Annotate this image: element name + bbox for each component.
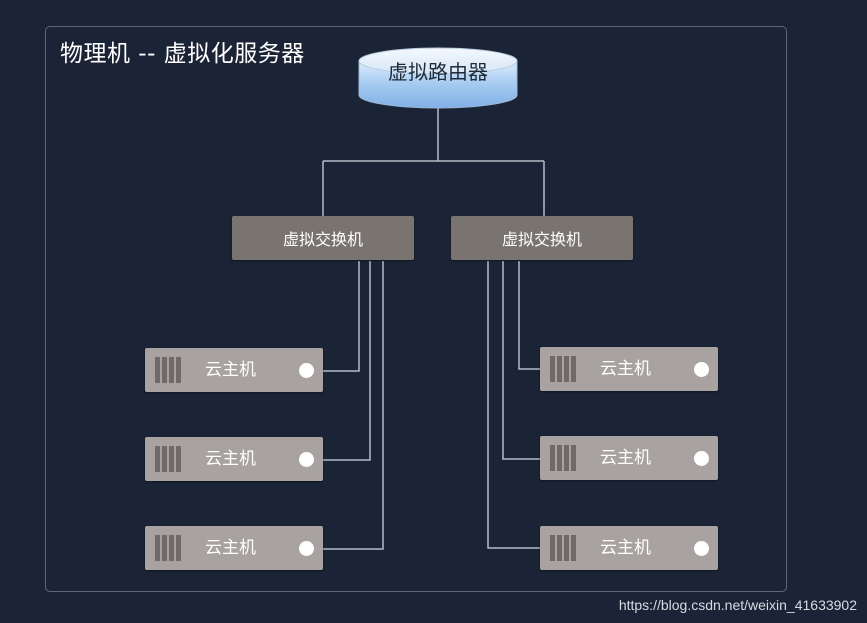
source-watermark: https://blog.csdn.net/weixin_41633902 [618, 597, 857, 613]
wire-switch-left-host-2 [322, 261, 371, 461]
server-vent-icon [155, 535, 181, 561]
cloud-host-left-1: 云主机 [145, 348, 323, 392]
status-led-icon [299, 541, 314, 556]
wire-switch-right-host-2 [502, 261, 540, 460]
diagram-title: 物理机 -- 虚拟化服务器 [60, 41, 305, 67]
server-vent-icon [155, 446, 181, 472]
physical-machine-frame [45, 26, 787, 592]
host-label: 云主机 [205, 449, 256, 469]
status-led-icon [694, 451, 709, 466]
wire-switch-left-host-1 [322, 261, 360, 372]
virtual-switch-right: 虚拟交换机 [451, 216, 633, 260]
host-label: 云主机 [205, 360, 256, 380]
wire-switch-right-host-1 [518, 261, 540, 370]
router-label: 虚拟路由器 [388, 60, 488, 84]
router-cylinder-icon [358, 47, 518, 109]
wire-switch-right-host-3 [487, 261, 540, 549]
host-label: 云主机 [600, 359, 651, 379]
wire-switch-left-host-3 [322, 261, 384, 550]
switch-label: 虚拟交换机 [282, 230, 363, 249]
server-vent-icon [550, 356, 576, 382]
status-led-icon [694, 362, 709, 377]
status-led-icon [299, 363, 314, 378]
server-vent-icon [155, 357, 181, 383]
switch-label: 虚拟交换机 [501, 230, 582, 249]
status-led-icon [299, 452, 314, 467]
virtual-switch-left: 虚拟交换机 [232, 216, 414, 260]
cloud-host-right-1: 云主机 [540, 347, 718, 391]
cloud-host-left-2: 云主机 [145, 437, 323, 481]
host-label: 云主机 [600, 448, 651, 468]
server-vent-icon [550, 445, 576, 471]
status-led-icon [694, 541, 709, 556]
cloud-host-right-3: 云主机 [540, 526, 718, 570]
server-vent-icon [550, 535, 576, 561]
host-label: 云主机 [600, 538, 651, 558]
cloud-host-left-3: 云主机 [145, 526, 323, 570]
host-label: 云主机 [205, 538, 256, 558]
cloud-host-right-2: 云主机 [540, 436, 718, 480]
